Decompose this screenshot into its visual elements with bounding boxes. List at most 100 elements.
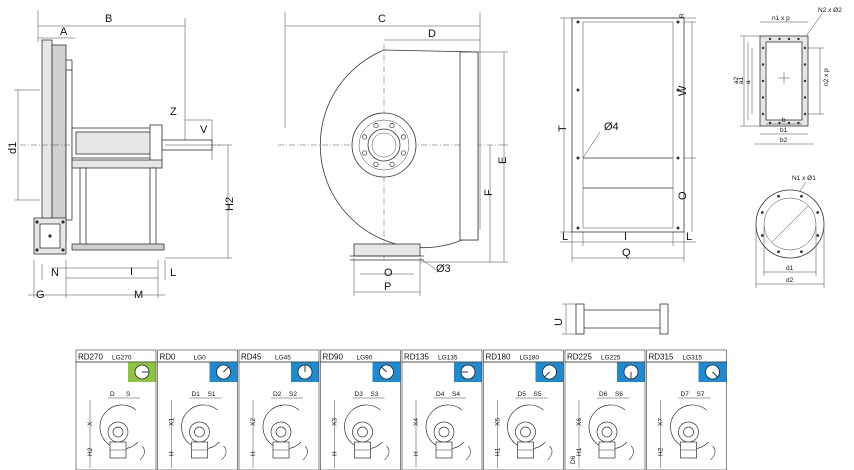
dim-b1: b1 [780, 127, 788, 134]
dim-left-lower: H2 [87, 447, 94, 456]
dim-d1: d1 [7, 142, 19, 154]
rotation-icon [542, 364, 557, 380]
orientation-code: RD45 [241, 353, 262, 362]
orientation-lg: LG135 [438, 355, 458, 362]
dim-left-extra: D6 [570, 455, 577, 464]
dim-I-outlet: I [624, 231, 627, 243]
dim-top-right: S4 [452, 391, 460, 398]
dim-left-upper: X [87, 421, 94, 426]
orientation-lg: LG45 [275, 355, 291, 362]
dim-d1-circ: d1 [786, 265, 794, 272]
rotation-icon [297, 364, 313, 380]
rotation-icon [705, 364, 720, 380]
dim-a2: a2 [733, 76, 740, 84]
dim-W: W [677, 85, 689, 96]
dim-a: a [745, 80, 752, 84]
orientation-lg: LG90 [357, 355, 373, 362]
dim-B: B [105, 13, 112, 25]
dim-top-left: D5 [518, 391, 527, 398]
dim-d2-circ: d2 [786, 277, 794, 284]
dim-U: U [553, 318, 565, 326]
dim-left-upper: X6 [576, 418, 583, 426]
dim-left-lower: H [250, 451, 257, 456]
orientation-lg: LG0 [194, 355, 207, 362]
dim-top-left: D7 [681, 391, 690, 398]
rotation-icon [460, 364, 476, 380]
dim-top-right: S2 [289, 391, 297, 398]
dim-top-right: S1 [208, 391, 216, 398]
dim-L-outlet-left: L [562, 231, 568, 243]
dim-left-lower: H1 [495, 447, 502, 456]
dim-left-upper: X4 [413, 418, 420, 426]
dim-left-lower: H2 [658, 447, 665, 456]
dim-left-lower: H [169, 451, 176, 456]
dim-M: M [134, 289, 143, 301]
dim-O-outlet: O [677, 191, 689, 200]
label-n1p: n1 x p [772, 15, 790, 22]
dim-C: C [378, 13, 386, 25]
dim-left-lower: H1 [576, 447, 583, 456]
orientation-lg: LG225 [601, 355, 621, 362]
dim-left-upper: X1 [169, 418, 176, 426]
dim-Q: Q [622, 247, 631, 259]
rotation-icon [379, 364, 394, 380]
dim-F: F [483, 189, 495, 196]
dim-top-left: D2 [273, 391, 282, 398]
dim-diam4: Ø4 [604, 121, 619, 133]
dim-D: D [428, 28, 436, 40]
dim-a1: a1 [738, 76, 745, 84]
dim-left-upper: X5 [495, 418, 502, 426]
dim-diam3: Ø3 [436, 263, 451, 275]
dim-top-left: D1 [192, 391, 201, 398]
outlet-view: T R W O Ø4 L I L Q U [553, 13, 696, 335]
rotation-icon [623, 364, 639, 380]
dim-I: I [130, 266, 133, 278]
dim-b2: b2 [780, 137, 788, 144]
dim-b: b [782, 117, 786, 124]
dim-top-right: S5 [534, 391, 542, 398]
dim-T: T [557, 125, 569, 132]
dim-top-left: D6 [599, 391, 608, 398]
dim-Z: Z [170, 106, 177, 118]
dim-top-left: D4 [436, 391, 445, 398]
orientation-code: RD270 [78, 353, 103, 362]
dim-H2: H2 [224, 197, 236, 211]
dim-top-left: D3 [355, 391, 364, 398]
dim-E: E [497, 157, 509, 164]
orientation-code: RD0 [160, 353, 177, 362]
orientation-code: RD315 [649, 353, 674, 362]
flange-view: n1 x p N2 x Ø2 a2 a1 a n2 x p b b1 b2 [733, 7, 842, 145]
dim-N: N [51, 267, 59, 279]
dim-A: A [60, 26, 68, 38]
dim-R: R [679, 13, 686, 18]
dim-G: G [36, 289, 45, 301]
dim-top-left: D [110, 391, 115, 398]
dim-left-upper: X7 [658, 418, 665, 426]
rotation-icon [134, 364, 150, 380]
dim-left-lower: H [413, 451, 420, 456]
outlet-frame [571, 17, 685, 233]
housing-plate [41, 39, 53, 249]
label-N2d2: N2 x Ø2 [818, 7, 842, 14]
dim-P: P [384, 281, 391, 293]
orientation-lg: LG315 [683, 355, 703, 362]
dim-V: V [200, 124, 208, 136]
dim-left-lower: H [332, 451, 339, 456]
front-view: C D E F O P Ø3 [278, 12, 509, 296]
orientation-code: RD225 [567, 353, 592, 362]
dim-top-right: S7 [697, 391, 705, 398]
dim-top-right: S [126, 391, 131, 398]
orientation-code: RD180 [486, 353, 511, 362]
orientation-lg: LG180 [520, 355, 540, 362]
